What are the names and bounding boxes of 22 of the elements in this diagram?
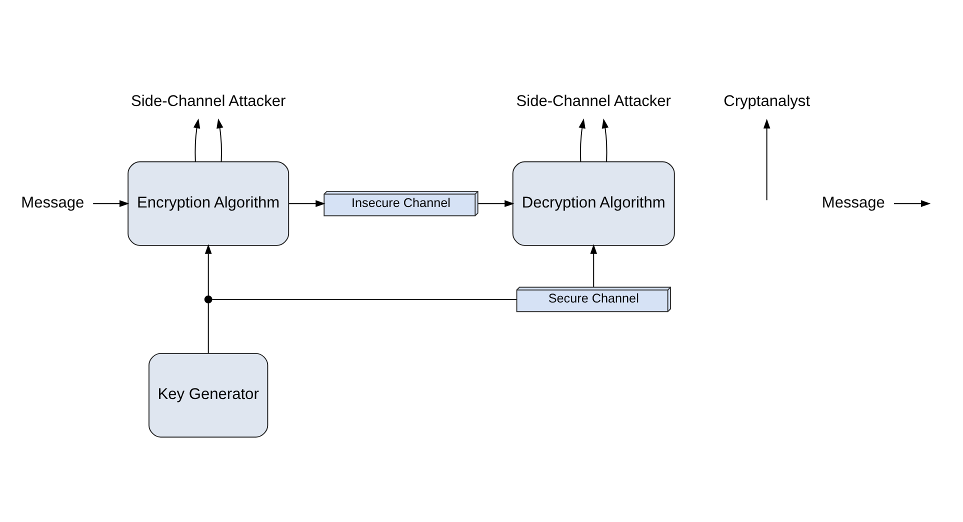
arrow — [193, 118, 200, 162]
connector — [208, 302, 209, 354]
arrow — [92, 200, 130, 207]
node-text: Message — [822, 194, 885, 212]
arrow — [288, 200, 326, 207]
node-box: Key Generator — [148, 352, 268, 438]
node-circle — [204, 295, 212, 304]
node-text: Cryptanalyst — [724, 93, 810, 110]
arrow — [763, 118, 770, 201]
arrow — [204, 244, 212, 296]
node-text: Side-Channel Attacker — [130, 93, 286, 110]
node-box: Encryption Algorithm — [128, 161, 290, 246]
arrow — [578, 118, 586, 162]
node-text: Message — [21, 194, 84, 212]
arrow — [602, 118, 609, 162]
node-box: Decryption Algorithm — [512, 161, 675, 246]
arrow — [894, 200, 931, 207]
arrow — [216, 118, 224, 162]
node-text: Side-Channel Attacker — [516, 93, 671, 110]
arrow — [478, 200, 514, 207]
connector — [212, 298, 517, 300]
arrow — [590, 244, 598, 288]
